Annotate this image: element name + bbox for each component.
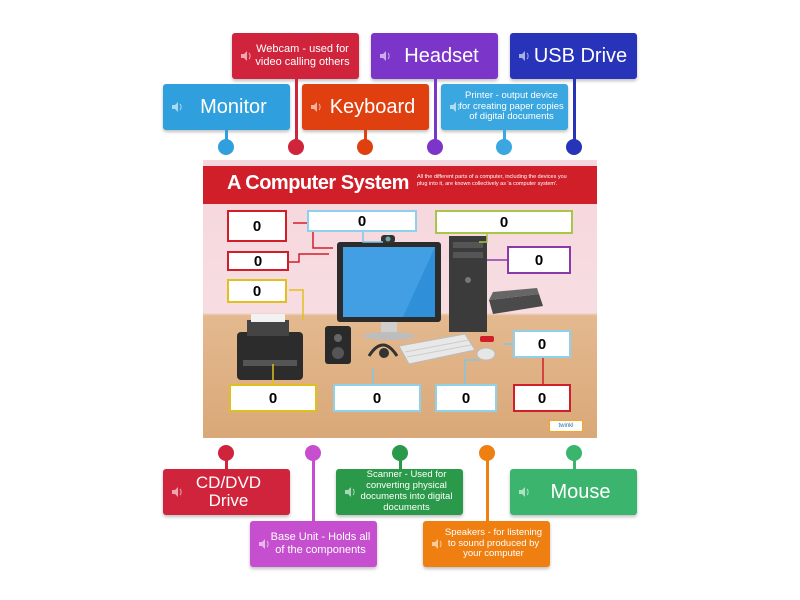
scanner-graphic xyxy=(489,288,543,314)
pin-dot[interactable] xyxy=(427,139,443,155)
label-text: Headset xyxy=(404,44,479,67)
answer-slot[interactable]: 0 xyxy=(227,279,287,303)
answer-slot[interactable]: 0 xyxy=(227,210,287,242)
computer-illustration xyxy=(237,222,544,384)
speaker-icon[interactable] xyxy=(518,50,530,62)
speaker-icon[interactable] xyxy=(171,101,183,113)
slot-mark: 0 xyxy=(499,213,509,231)
speaker-icon[interactable] xyxy=(240,50,252,62)
answer-slot[interactable]: 0 xyxy=(333,384,421,412)
pin-line xyxy=(225,130,228,145)
label-text: Mouse xyxy=(550,480,611,503)
connector-lines xyxy=(272,222,544,384)
pin-dot[interactable] xyxy=(566,139,582,155)
slot-mark: 0 xyxy=(252,282,262,300)
label-cd-dvd-drive[interactable]: CD/DVD Drive xyxy=(163,469,290,515)
speaker-icon[interactable] xyxy=(310,101,322,113)
pin-line xyxy=(399,455,402,469)
slot-mark: 0 xyxy=(537,335,547,353)
pin-dot[interactable] xyxy=(479,445,495,461)
pin-dot[interactable] xyxy=(357,139,373,155)
pin-line xyxy=(312,455,315,521)
poster-title: A Computer System xyxy=(227,172,409,194)
label-text: Keyboard xyxy=(329,95,416,118)
monitor-graphic xyxy=(337,242,441,340)
slot-mark: 0 xyxy=(268,389,278,407)
answer-slot[interactable]: 0 xyxy=(227,251,289,271)
speaker-icon[interactable] xyxy=(431,538,443,550)
speaker-icon[interactable] xyxy=(344,486,356,498)
label-speakers[interactable]: Speakers - for listening to sound produc… xyxy=(423,521,550,567)
speaker-icon[interactable] xyxy=(449,101,461,113)
label-headset[interactable]: Headset xyxy=(371,33,498,79)
slot-mark: 0 xyxy=(252,217,262,235)
pin-dot[interactable] xyxy=(496,139,512,155)
label-usb-drive[interactable]: USB Drive xyxy=(510,33,637,79)
speaker-icon[interactable] xyxy=(258,538,270,550)
pin-dot[interactable] xyxy=(305,445,321,461)
base-unit-graphic xyxy=(449,236,487,332)
pin-line xyxy=(225,455,228,469)
poster-subtitle: All the different parts of a computer, i… xyxy=(417,174,567,187)
speaker-icon[interactable] xyxy=(379,50,391,62)
label-text: Speakers - for listening to sound produc… xyxy=(444,526,543,560)
label-text: Base Unit - Holds all of the components xyxy=(270,531,371,556)
pin-line xyxy=(295,79,298,145)
slot-mark: 0 xyxy=(357,212,367,230)
label-webcam[interactable]: Webcam - used for video calling others xyxy=(232,33,359,79)
answer-slot[interactable]: 0 xyxy=(513,384,571,412)
label-base-unit[interactable]: Base Unit - Holds all of the components xyxy=(250,521,377,567)
usb-drive-graphic xyxy=(480,336,494,342)
label-text: CD/DVD Drive xyxy=(195,473,262,510)
speaker-graphic xyxy=(325,326,351,364)
label-text: Monitor xyxy=(200,95,267,118)
label-monitor[interactable]: Monitor xyxy=(163,84,290,130)
label-text: USB Drive xyxy=(533,44,628,67)
logo-text: twinkl xyxy=(558,423,574,429)
pin-line xyxy=(503,130,506,145)
pin-line xyxy=(573,455,576,469)
pin-dot[interactable] xyxy=(218,445,234,461)
slot-mark: 0 xyxy=(372,389,382,407)
slot-mark: 0 xyxy=(253,252,263,270)
headset-graphic xyxy=(367,343,399,358)
label-text: Scanner - Used for converting physical d… xyxy=(360,469,453,513)
pin-dot[interactable] xyxy=(288,139,304,155)
pin-dot[interactable] xyxy=(392,445,408,461)
label-printer[interactable]: Printer - output device for creating pap… xyxy=(441,84,568,130)
pin-line xyxy=(434,79,437,145)
speaker-icon[interactable] xyxy=(171,486,183,498)
answer-slot[interactable]: 0 xyxy=(435,210,573,234)
answer-slot[interactable]: 0 xyxy=(513,330,571,358)
label-text: Webcam - used for video calling others xyxy=(255,43,350,68)
label-keyboard[interactable]: Keyboard xyxy=(302,84,429,130)
answer-slot[interactable]: 0 xyxy=(307,210,417,232)
slot-mark: 0 xyxy=(537,389,547,407)
speaker-icon[interactable] xyxy=(518,486,530,498)
answer-slot[interactable]: 0 xyxy=(435,384,497,412)
label-mouse[interactable]: Mouse xyxy=(510,469,637,515)
mouse-graphic xyxy=(476,347,496,361)
computer-system-poster: A Computer System All the different part… xyxy=(203,160,597,438)
answer-slot[interactable]: 0 xyxy=(507,246,571,274)
pin-line xyxy=(573,79,576,145)
twinkl-logo: twinkl xyxy=(549,420,583,432)
answer-slot[interactable]: 0 xyxy=(229,384,317,412)
poster-header: A Computer System All the different part… xyxy=(203,166,597,204)
pin-line xyxy=(364,130,367,145)
keyboard-graphic xyxy=(398,333,476,365)
printer-graphic xyxy=(237,314,303,380)
pin-dot[interactable] xyxy=(218,139,234,155)
slot-mark: 0 xyxy=(534,251,544,269)
pin-line xyxy=(486,455,489,521)
label-scanner[interactable]: Scanner - Used for converting physical d… xyxy=(336,469,463,515)
label-text: Printer - output device for creating pap… xyxy=(459,89,564,123)
pin-dot[interactable] xyxy=(566,445,582,461)
slot-mark: 0 xyxy=(461,389,471,407)
webcam-graphic xyxy=(381,235,395,243)
